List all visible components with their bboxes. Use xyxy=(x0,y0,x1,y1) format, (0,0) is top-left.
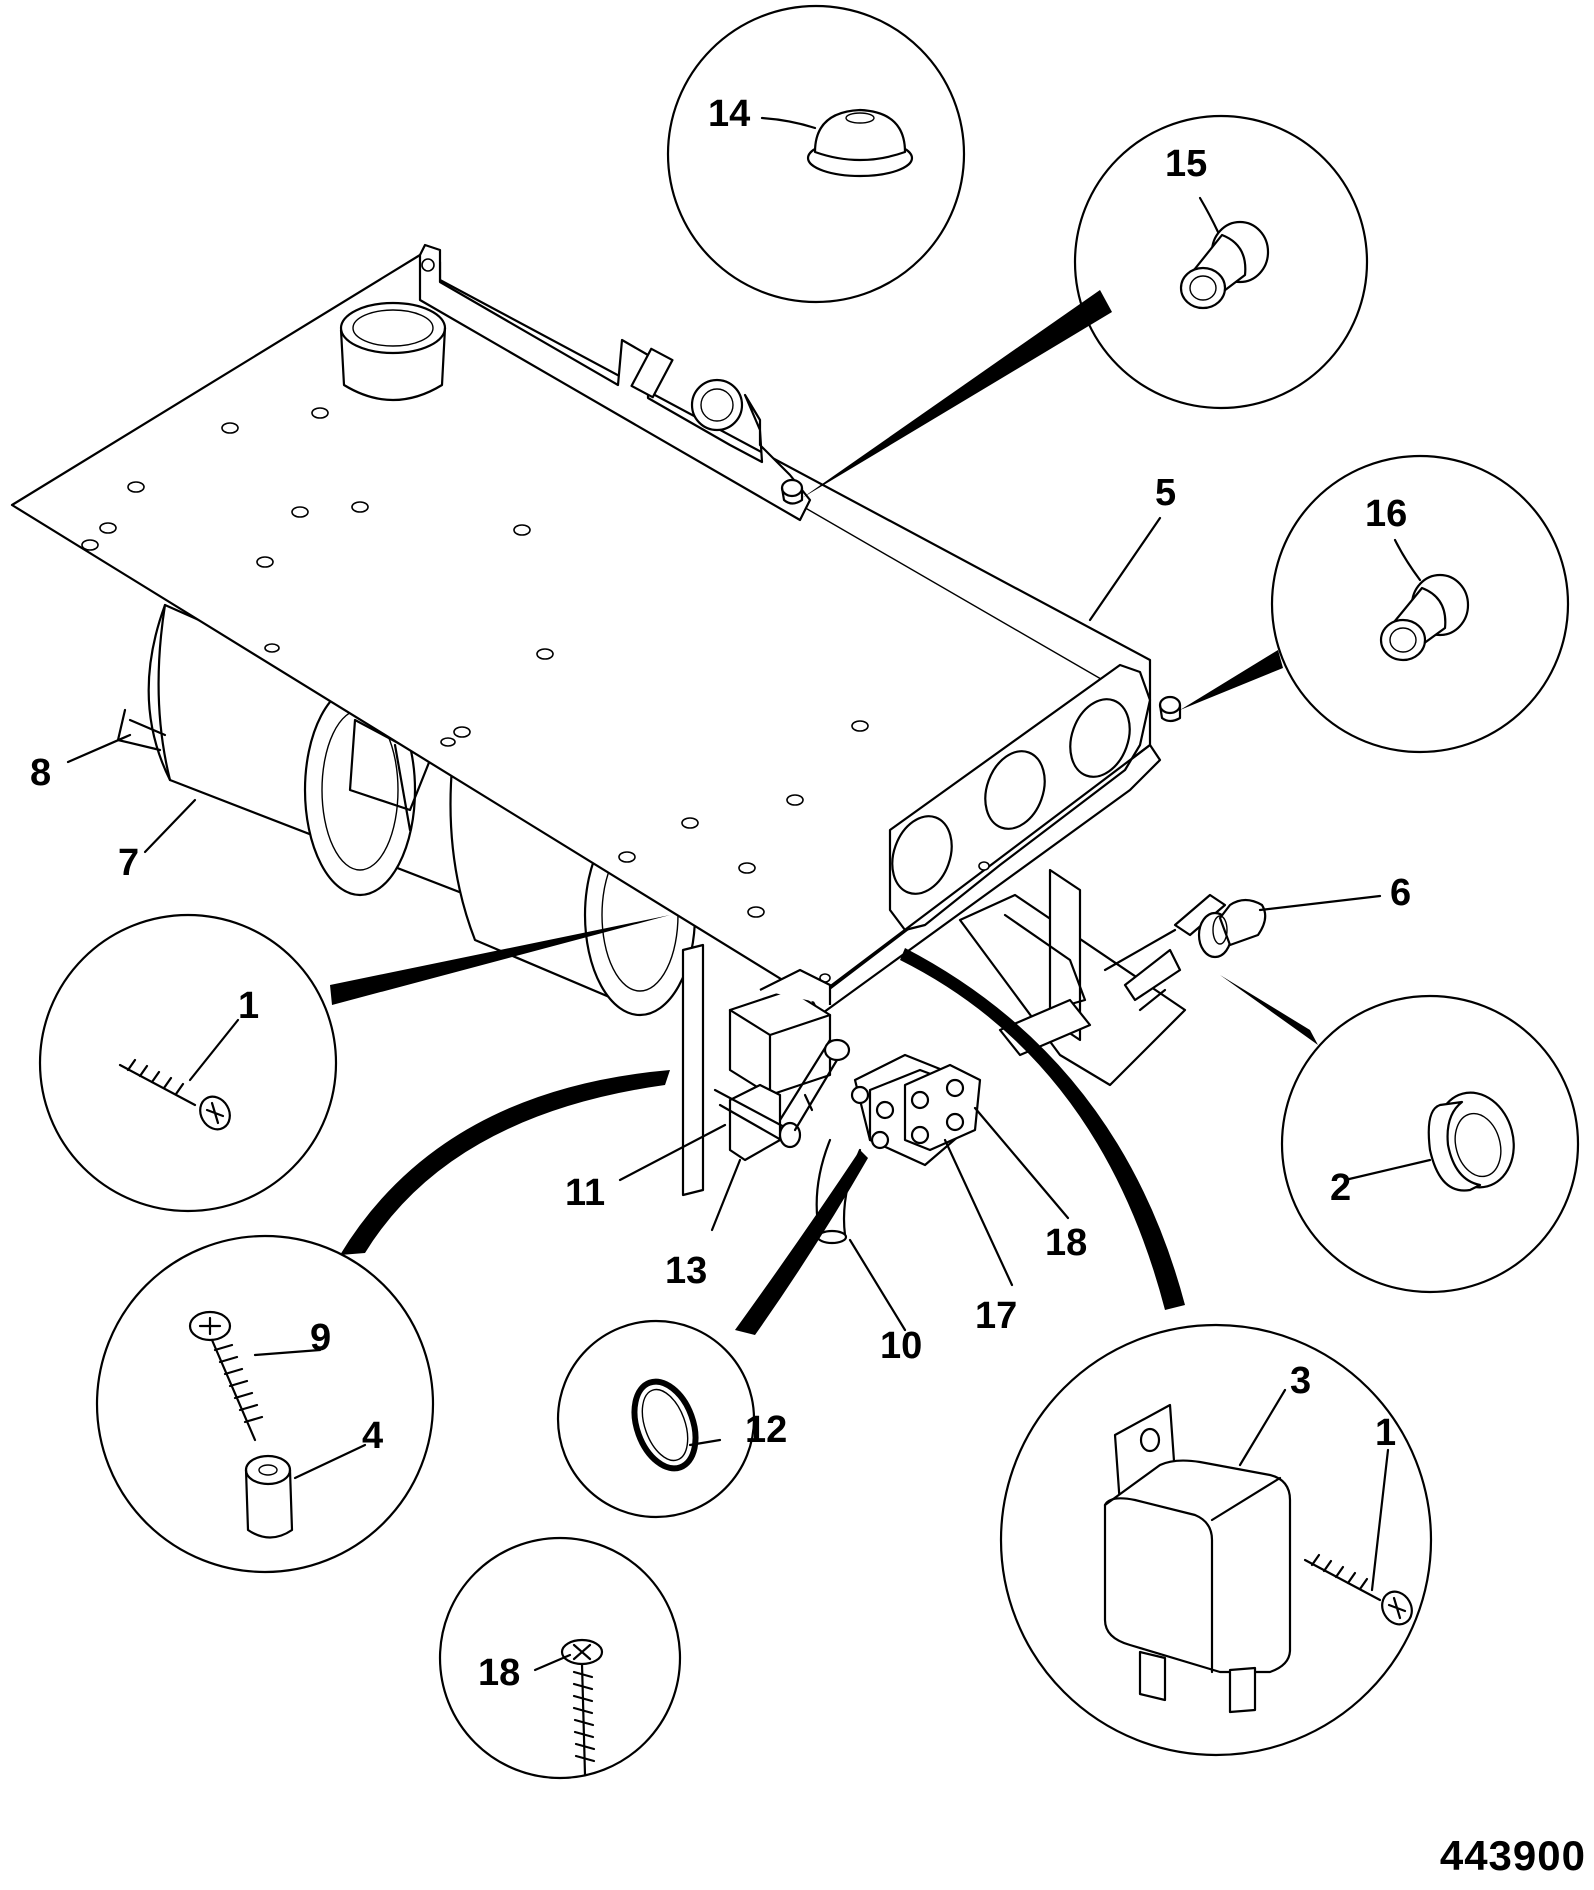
callout-9: 9 xyxy=(310,1317,331,1359)
detail-circle-9-4 xyxy=(95,1234,435,1574)
callout-13: 13 xyxy=(665,1250,707,1292)
part-14-cap xyxy=(806,108,914,178)
callout-18-main: 18 xyxy=(1045,1222,1087,1264)
part-1-screw-relay xyxy=(1303,1553,1413,1626)
part-16-rivet-nut xyxy=(1379,573,1470,662)
leader-lines xyxy=(66,116,1432,1672)
callout-17: 17 xyxy=(975,1295,1017,1337)
callout-8: 8 xyxy=(30,752,51,794)
detail-circle-18 xyxy=(438,1536,682,1780)
part-9-screw xyxy=(188,1310,264,1442)
callout-16: 16 xyxy=(1365,493,1407,535)
rear-flange xyxy=(418,243,812,522)
callout-5: 5 xyxy=(1155,472,1176,514)
part-15-rivet-nut xyxy=(1179,220,1270,310)
callout-10: 10 xyxy=(880,1325,922,1367)
callout-1-relay: 1 xyxy=(1375,1412,1396,1454)
mounting-holes xyxy=(81,407,869,918)
callout-11: 11 xyxy=(565,1172,605,1214)
callout-12: 12 xyxy=(745,1409,787,1451)
part-18-screw xyxy=(560,1638,604,1777)
callout-3: 3 xyxy=(1290,1360,1311,1402)
part-4-spacer xyxy=(244,1454,294,1539)
heater-assembly xyxy=(10,243,1267,1245)
valve-assembly xyxy=(958,868,1187,1087)
callout-18-detail: 18 xyxy=(478,1652,520,1694)
callout-1-left: 1 xyxy=(238,985,259,1027)
callout-14: 14 xyxy=(708,93,750,135)
callout-15: 15 xyxy=(1165,143,1207,185)
callout-7: 7 xyxy=(118,842,139,884)
drawing-number: 443900 xyxy=(1439,1832,1586,1879)
part-1-screw xyxy=(118,1058,231,1131)
callout-labels: 14 15 16 5 6 8 7 1 2 11 13 18 17 10 9 4 … xyxy=(30,93,1411,1694)
callout-6: 6 xyxy=(1390,872,1411,914)
callout-2: 2 xyxy=(1330,1167,1351,1209)
part-2-grommet xyxy=(1427,1091,1515,1192)
bleed-valve xyxy=(1173,893,1267,959)
callout-4: 4 xyxy=(362,1415,383,1457)
pointer-wedges xyxy=(330,290,1318,1335)
connector-assembly xyxy=(681,943,982,1245)
detail-circle-1 xyxy=(38,913,338,1213)
part-12-o-ring xyxy=(631,1378,699,1472)
part-3-relay xyxy=(1103,1403,1292,1714)
